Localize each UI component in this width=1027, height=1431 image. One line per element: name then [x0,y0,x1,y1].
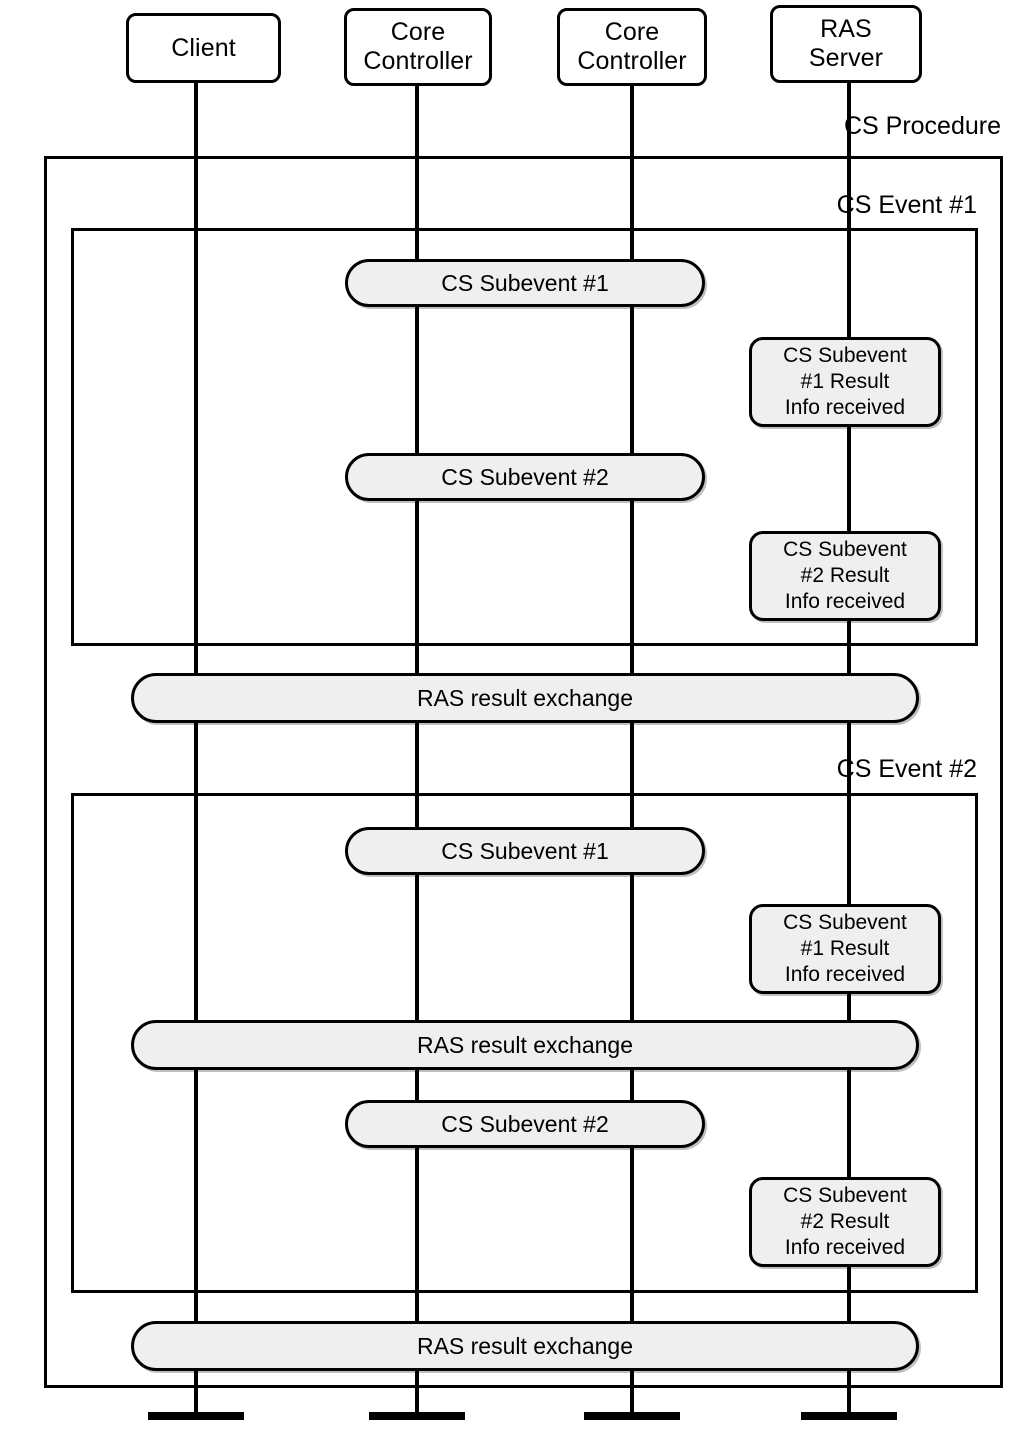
frame-label-cs-event-1: CS Event #1 [836,191,977,219]
termination-bar-core-ctrl-1 [369,1412,465,1420]
lifeline-client [194,83,198,1412]
frame-cs-procedure [44,156,1003,1388]
message-bar-cs-subevent-2-b[interactable]: CS Subevent #2 [345,1100,705,1148]
participant-ras-server[interactable]: RAS Server [770,5,922,83]
participant-core-ctrl-1[interactable]: Core Controller [344,8,492,86]
frame-cs-event-2 [71,793,978,1293]
participant-client[interactable]: Client [126,13,281,83]
message-bar-cs-subevent-1-b[interactable]: CS Subevent #1 [345,827,705,875]
message-bar-ras-result-exchange-1[interactable]: RAS result exchange [131,673,919,723]
termination-bar-client [148,1412,244,1420]
frame-cs-event-1 [71,228,978,646]
lifeline-core-ctrl-1 [415,83,419,1412]
lifeline-core-ctrl-2 [630,83,634,1412]
note-subevent-1-result-a[interactable]: CS Subevent #1 Result Info received [749,337,941,427]
message-bar-ras-result-exchange-2[interactable]: RAS result exchange [131,1020,919,1070]
note-subevent-1-result-b[interactable]: CS Subevent #1 Result Info received [749,904,941,994]
note-subevent-2-result-b[interactable]: CS Subevent #2 Result Info received [749,1177,941,1267]
note-subevent-2-result-a[interactable]: CS Subevent #2 Result Info received [749,531,941,621]
frame-label-cs-event-2: CS Event #2 [836,755,977,783]
frame-label-cs-procedure: CS Procedure [843,112,1001,140]
participant-core-ctrl-2[interactable]: Core Controller [557,8,707,86]
termination-bar-ras-server [801,1412,897,1420]
message-bar-ras-result-exchange-3[interactable]: RAS result exchange [131,1321,919,1371]
termination-bar-core-ctrl-2 [584,1412,680,1420]
message-bar-cs-subevent-2-a[interactable]: CS Subevent #2 [345,453,705,501]
message-bar-cs-subevent-1-a[interactable]: CS Subevent #1 [345,259,705,307]
lifeline-ras-server [847,83,851,1412]
